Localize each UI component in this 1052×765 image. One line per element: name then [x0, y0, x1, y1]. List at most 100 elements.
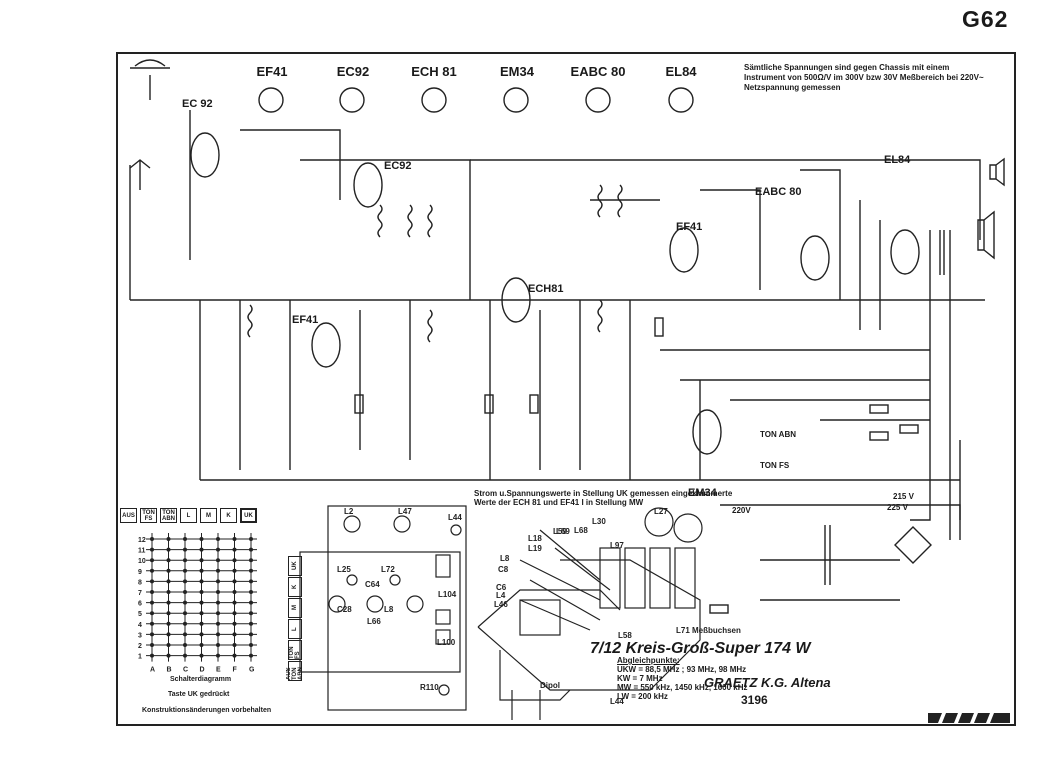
switch-contact: [232, 547, 237, 552]
switch-contact: [166, 632, 171, 637]
measurement-sockets-label: Meßbuchsen: [692, 626, 741, 635]
switch-band-5: K: [220, 508, 237, 523]
tube-label-em34: EM34: [500, 64, 534, 79]
switch-contact: [199, 600, 204, 605]
switch-contact: [199, 568, 204, 573]
switch-contact: [166, 558, 171, 563]
tube-label-ech81: ECH 81: [411, 64, 457, 79]
switch-contact: [216, 653, 220, 658]
diagram-frame: [116, 52, 1016, 726]
tube-socket-ech81: [421, 87, 447, 113]
switch-contact: [183, 632, 187, 637]
switch-contact: [150, 579, 154, 584]
switch-contact: [150, 643, 154, 647]
switch-contact: [150, 653, 154, 658]
switch-contact: [183, 600, 187, 605]
switch-contact: [183, 579, 187, 584]
alignment-line-kw: KW = 7 MHz: [617, 674, 663, 683]
switch-contact: [183, 547, 187, 552]
switch-contact: [232, 621, 237, 626]
chassis-label: L27: [654, 507, 668, 516]
tube-socket-em34: [503, 87, 529, 113]
switch-contact: [232, 643, 237, 647]
switch-contact: [166, 579, 171, 584]
page-code: G62: [962, 6, 1009, 32]
coil-label: L44: [448, 513, 462, 522]
tube-socket-ec92: [339, 87, 365, 113]
switch-contact: [150, 568, 154, 573]
tube-label-eabc80: EABC 80: [570, 64, 626, 79]
switch-col-label: E: [216, 667, 221, 674]
chassis-label: L4: [496, 591, 506, 600]
switch-contact: [183, 568, 187, 573]
switch-contact: [166, 600, 171, 605]
circuit-label-ec92-mix: EC92: [384, 160, 412, 172]
switch-contact: [216, 611, 220, 616]
switch-contact: [249, 643, 253, 647]
tube-label-ef41: EF41: [256, 64, 288, 79]
coil-label: L66: [367, 617, 381, 626]
switch-contact: [199, 643, 204, 647]
switch-row-label: 2: [138, 643, 142, 650]
switch-contact: [183, 643, 187, 647]
switch-contact: [232, 611, 237, 616]
switch-band-6: UK: [240, 508, 257, 523]
switch-caption-uk: Taste UK gedrückt: [168, 691, 230, 698]
switch-row-label: 8: [138, 579, 142, 586]
ton-abn-label: TON ABN: [760, 430, 796, 439]
measurement-note: Strom u.Spannungswerte in Stellung UK ge…: [474, 489, 733, 507]
switch-row-label: 9: [138, 569, 142, 576]
switch-contact: [249, 653, 253, 658]
switch-contact: [166, 611, 171, 616]
switch-contact: [199, 558, 204, 563]
chassis-label: L69: [556, 527, 570, 536]
switch-contact: [249, 590, 253, 594]
manufacturer: GRAETZ K.G. Altena: [704, 675, 831, 690]
switch-col-label: D: [200, 667, 205, 674]
switch-col-label: F: [233, 667, 238, 674]
v215-label: 215 V: [893, 492, 914, 501]
tube-ec92-mix: [353, 162, 383, 208]
switch-contact: [166, 590, 171, 594]
coil-label: R110: [420, 683, 439, 692]
switch-contact: [150, 611, 154, 616]
tube-label-el84: EL84: [665, 64, 697, 79]
coil-label: L100: [437, 638, 456, 647]
switch-band-1: TON FS: [140, 508, 157, 523]
switch-row-label: 10: [138, 558, 146, 565]
switch-row-label: 6: [138, 601, 142, 608]
chassis-label: L59: [553, 527, 567, 536]
alignment-line-lw: LW = 200 kHz: [617, 692, 668, 701]
switch-contact: [150, 600, 154, 605]
switch-contact: [216, 547, 220, 552]
alignment-line-mw: MW = 550 kHz, 1450 kHz, 1600 kHz: [617, 683, 748, 692]
switch-contact: [249, 621, 253, 626]
diagram-title: 7/12 Kreis-Groß-Super 174 W: [590, 640, 811, 657]
chassis-label: L44: [610, 697, 624, 706]
chassis-label: C8: [498, 565, 509, 574]
switch-contact: [216, 643, 220, 647]
drawing-number: 3196: [741, 693, 768, 707]
switch-band-4: M: [200, 508, 217, 523]
circuit-label-ef41-2: EF41: [676, 221, 703, 233]
switch-band-0: AUS: [120, 508, 137, 523]
switch-contacts: [150, 537, 253, 658]
switch-contact: [199, 590, 204, 594]
circuit-label-eabc80: EABC 80: [755, 186, 802, 198]
coil-label: L8: [384, 605, 394, 614]
coil-label: L2: [344, 507, 354, 516]
switch-contact: [249, 600, 253, 605]
switch-contact: [199, 632, 204, 637]
tube-ech81: [501, 277, 531, 323]
tube-socket-ef41: [258, 87, 284, 113]
coil-label: C64: [365, 580, 380, 589]
switch-contact: [199, 653, 204, 658]
tube-eabc80: [800, 235, 830, 281]
switch-contact: [249, 568, 253, 573]
coil-label: C28: [337, 605, 352, 614]
coil-label: L72: [381, 565, 395, 574]
switch-col-label: G: [249, 667, 255, 674]
switch-contact: [183, 537, 187, 541]
tube-socket-el84: [668, 87, 694, 113]
switch-contact: [150, 558, 154, 563]
